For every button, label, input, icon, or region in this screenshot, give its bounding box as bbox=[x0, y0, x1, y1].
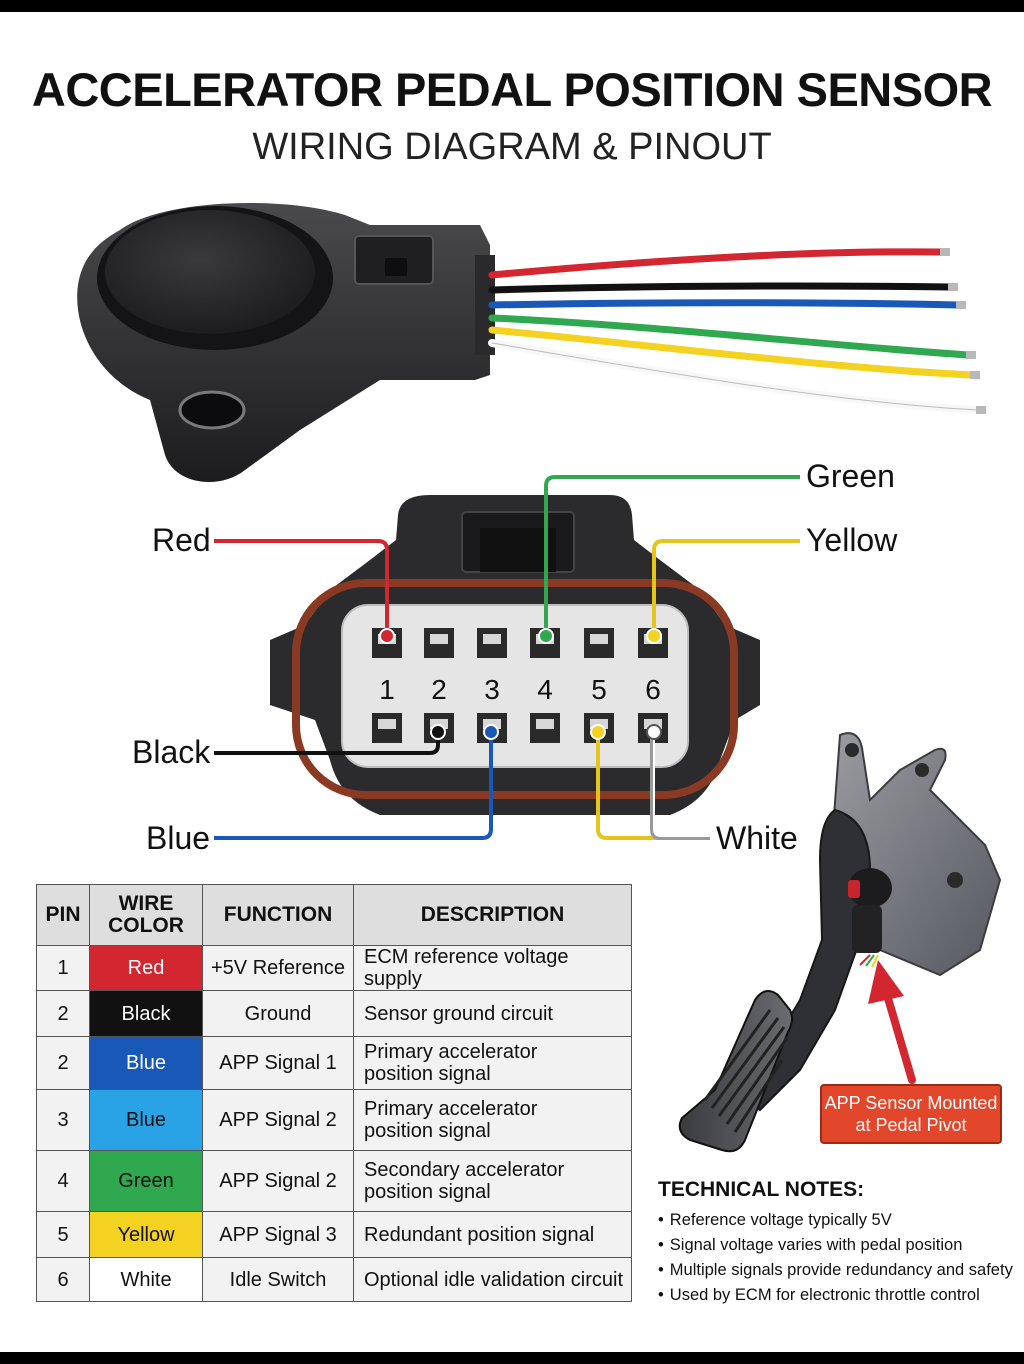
table-row: 2 Blue APP Signal 1 Primary accelerator … bbox=[36, 1036, 632, 1090]
row-description: Primary accelerator position signal bbox=[353, 1036, 632, 1090]
row-description-line1: Sensor ground circuit bbox=[364, 1002, 553, 1025]
wire-leader-dots bbox=[379, 628, 662, 740]
header-description: DESCRIPTION bbox=[353, 884, 632, 946]
callout-arrow bbox=[868, 960, 916, 1084]
row-pin: 2 bbox=[36, 990, 90, 1037]
row-function: APP Signal 1 bbox=[202, 1036, 354, 1090]
row-pin: 3 bbox=[36, 1089, 90, 1151]
row-function: Ground bbox=[202, 990, 354, 1037]
row-wire-color: Blue bbox=[89, 1089, 203, 1151]
note-item: Signal voltage varies with pedal positio… bbox=[658, 1233, 1018, 1258]
header-wire-color-line2: COLOR bbox=[108, 914, 184, 937]
wire-label-green: Green bbox=[806, 458, 895, 494]
row-wire-color: Green bbox=[89, 1150, 203, 1212]
row-description-line2: position signal bbox=[364, 1181, 491, 1203]
technical-notes: TECHNICAL NOTES: Reference voltage typic… bbox=[658, 1178, 1018, 1308]
row-wire-color: Blue bbox=[89, 1036, 203, 1090]
bottom-border bbox=[0, 1352, 1024, 1364]
header-wire-color: WIRE COLOR bbox=[89, 884, 203, 946]
row-description-line1: Optional idle validation circuit bbox=[364, 1268, 624, 1291]
note-item: Reference voltage typically 5V bbox=[658, 1208, 1018, 1233]
row-description: Secondary accelerator position signal bbox=[353, 1150, 632, 1212]
wire-label-blue: Blue bbox=[146, 820, 211, 856]
row-pin: 2 bbox=[36, 1036, 90, 1090]
row-description-line1: Secondary accelerator bbox=[364, 1159, 565, 1181]
technical-notes-title: TECHNICAL NOTES: bbox=[658, 1178, 865, 1201]
header-function: FUNCTION bbox=[202, 884, 354, 946]
wire-terminals bbox=[940, 248, 986, 414]
row-pin: 4 bbox=[36, 1150, 90, 1212]
pin-number-6: 6 bbox=[645, 674, 661, 705]
row-description: ECM reference voltage supply bbox=[353, 945, 632, 991]
pin-number-1: 1 bbox=[379, 674, 395, 705]
table-row: 6 White Idle Switch Optional idle valida… bbox=[36, 1257, 632, 1302]
pin-number-3: 3 bbox=[484, 674, 500, 705]
table-row: 1 Red +5V Reference ECM reference voltag… bbox=[36, 945, 632, 991]
row-description: Redundant position signal bbox=[353, 1211, 632, 1258]
wire-leader-lines bbox=[214, 475, 800, 840]
row-pin: 5 bbox=[36, 1211, 90, 1258]
pin-number-5: 5 bbox=[591, 674, 607, 705]
wire-label-black: Black bbox=[132, 734, 211, 770]
row-description: Primary accelerator position signal bbox=[353, 1089, 632, 1151]
row-function: +5V Reference bbox=[202, 945, 354, 991]
page-title: ACCELERATOR PEDAL POSITION SENSOR bbox=[31, 63, 993, 116]
pin-number-2: 2 bbox=[431, 674, 447, 705]
header-wire-color-line1: WIRE bbox=[118, 892, 174, 915]
wire-label-yellow: Yellow bbox=[806, 522, 898, 558]
wire-label-red: Red bbox=[152, 522, 211, 558]
row-pin: 6 bbox=[36, 1257, 90, 1302]
table-row: 3 Blue APP Signal 2 Primary accelerator … bbox=[36, 1089, 632, 1151]
row-function: APP Signal 2 bbox=[202, 1089, 354, 1151]
pinout-table: PIN WIRE COLOR FUNCTION DESCRIPTION 1 Re… bbox=[36, 884, 632, 1302]
page-subtitle: WIRING DIAGRAM & PINOUT bbox=[252, 126, 772, 168]
row-wire-color: Yellow bbox=[89, 1211, 203, 1258]
table-header-row: PIN WIRE COLOR FUNCTION DESCRIPTION bbox=[36, 884, 632, 946]
row-pin: 1 bbox=[36, 945, 90, 991]
row-description-line1: Redundant position signal bbox=[364, 1223, 595, 1246]
row-wire-color: Black bbox=[89, 990, 203, 1037]
top-border bbox=[0, 0, 1024, 12]
row-description-line1: Primary accelerator bbox=[364, 1098, 538, 1120]
row-description: Optional idle validation circuit bbox=[353, 1257, 632, 1302]
row-function: APP Signal 3 bbox=[202, 1211, 354, 1258]
sensor-wire-bundle bbox=[488, 248, 982, 414]
table-row: 5 Yellow APP Signal 3 Redundant position… bbox=[36, 1211, 632, 1258]
row-description: Sensor ground circuit bbox=[353, 990, 632, 1037]
row-description-line2: position signal bbox=[364, 1120, 491, 1142]
row-description-line1: ECM reference voltage supply bbox=[364, 946, 569, 990]
sensor-body bbox=[77, 203, 495, 482]
row-function: Idle Switch bbox=[202, 1257, 354, 1302]
callout-line1: APP Sensor Mounted bbox=[824, 1093, 998, 1113]
accelerator-pedal-assembly bbox=[678, 732, 1002, 1153]
row-function: APP Signal 2 bbox=[202, 1150, 354, 1212]
table-row: 4 Green APP Signal 2 Secondary accelerat… bbox=[36, 1150, 632, 1212]
pin-number-4: 4 bbox=[537, 674, 553, 705]
note-item: Multiple signals provide redundancy and … bbox=[658, 1258, 1018, 1283]
callout-line2: at Pedal Pivot bbox=[855, 1115, 967, 1135]
row-wire-color: Red bbox=[89, 945, 203, 991]
note-item: Used by ECM for electronic throttle cont… bbox=[658, 1283, 1018, 1308]
table-row: 2 Black Ground Sensor ground circuit bbox=[36, 990, 632, 1037]
header-pin: PIN bbox=[36, 884, 90, 946]
row-description-line2: position signal bbox=[364, 1063, 491, 1085]
technical-notes-list: Reference voltage typically 5V Signal vo… bbox=[658, 1208, 1018, 1308]
wire-label-white: White bbox=[716, 820, 798, 856]
sensor-location-callout: APP Sensor Mounted at Pedal Pivot bbox=[820, 1084, 1002, 1144]
row-wire-color: White bbox=[89, 1257, 203, 1302]
row-description-line1: Primary accelerator bbox=[364, 1041, 538, 1063]
